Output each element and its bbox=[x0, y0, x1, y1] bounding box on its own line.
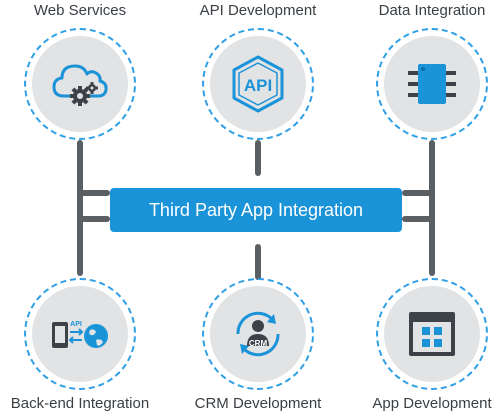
icon-circle bbox=[210, 36, 306, 132]
node-app-development: App Development bbox=[352, 254, 500, 414]
connector-data-horizontal-top bbox=[402, 190, 435, 196]
dashed-ring bbox=[376, 278, 488, 390]
node-backend-integration: API Back-end Integration bbox=[0, 254, 160, 414]
node-label: Web Services bbox=[33, 2, 127, 19]
connector-crm-vertical-bottom bbox=[255, 244, 261, 280]
center-integration-bar: Third Party App Integration bbox=[110, 188, 402, 232]
node-api-development: API Development API bbox=[178, 0, 338, 160]
api-small-text: API bbox=[70, 321, 82, 328]
node-label: API Development bbox=[199, 2, 317, 19]
node-label: App Development bbox=[372, 395, 492, 412]
node-label: Data Integration bbox=[378, 2, 486, 19]
crm-cycle-icon: CRM bbox=[236, 311, 280, 357]
api-badge-text: API bbox=[244, 76, 272, 95]
connector-data-vertical bbox=[429, 140, 435, 276]
connector-web-vertical bbox=[77, 140, 83, 276]
node-label: CRM Development bbox=[194, 395, 322, 412]
cloud-gears-icon bbox=[52, 64, 108, 106]
microchip-icon bbox=[408, 64, 456, 104]
dashed-ring bbox=[376, 28, 488, 140]
dashed-ring bbox=[202, 278, 314, 390]
node-crm-development: CRM CRM Development bbox=[178, 254, 338, 414]
connector-data-horizontal-bottom bbox=[402, 216, 435, 222]
node-web-services: Web Services bbox=[0, 0, 160, 160]
icon-circle bbox=[32, 36, 128, 132]
node-data-integration: Data Integration bbox=[352, 0, 500, 160]
crm-text: CRM bbox=[249, 339, 268, 348]
api-badge-icon: API bbox=[232, 55, 284, 113]
device-api-globe-icon: API bbox=[52, 321, 108, 348]
dashed-ring bbox=[202, 28, 314, 140]
connector-web-horizontal-bottom bbox=[77, 216, 110, 222]
app-window-icon bbox=[409, 312, 455, 356]
node-label: Back-end Integration bbox=[10, 395, 150, 412]
connector-api-vertical-top bbox=[255, 140, 261, 176]
connector-web-horizontal-top bbox=[77, 190, 110, 196]
dashed-ring bbox=[24, 28, 136, 140]
dashed-ring bbox=[24, 278, 136, 390]
